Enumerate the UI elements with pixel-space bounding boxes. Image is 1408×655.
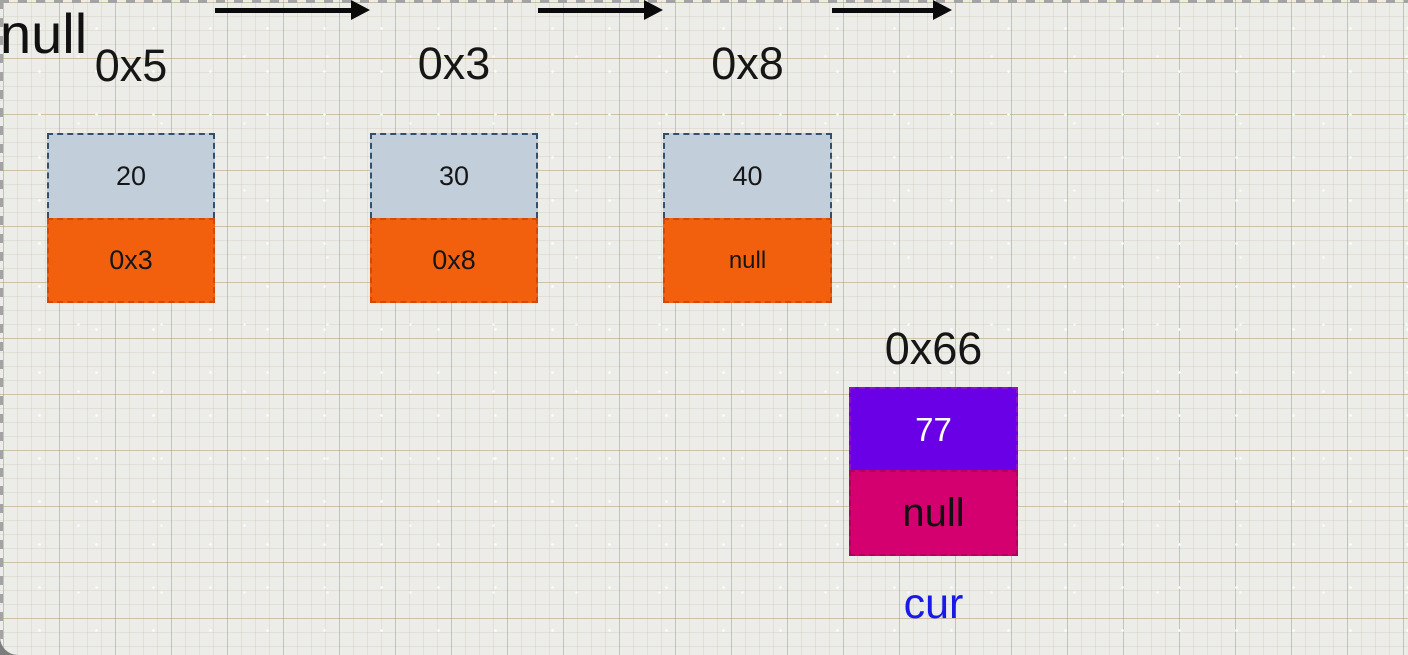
- arrow-shaft: [538, 8, 646, 13]
- cur-node-next-cell[interactable]: null: [849, 470, 1018, 556]
- arrow-shaft: [215, 8, 353, 13]
- node-value-cell[interactable]: 30: [370, 133, 538, 218]
- list-node[interactable]: 20 0x3: [47, 133, 215, 303]
- node-address-label[interactable]: 0x5: [94, 40, 168, 91]
- node-address-label[interactable]: 0x3: [417, 38, 491, 89]
- cur-node-value-cell[interactable]: 77: [849, 387, 1018, 470]
- node-value-cell[interactable]: 20: [47, 133, 215, 218]
- list-node[interactable]: 30 0x8: [370, 133, 538, 303]
- list-node[interactable]: 40 null: [663, 133, 832, 303]
- arrow-shaft: [832, 8, 935, 13]
- next-pointer-arrow[interactable]: [832, 0, 952, 20]
- node-next-cell[interactable]: null: [663, 218, 832, 303]
- node-next-cell[interactable]: 0x3: [47, 218, 215, 303]
- node-address-label[interactable]: 0x8: [711, 38, 784, 89]
- arrow-head-icon: [644, 0, 663, 20]
- next-pointer-arrow[interactable]: [538, 0, 663, 20]
- cur-pointer-label[interactable]: cur: [903, 580, 964, 628]
- page-boundary-horizontal: [0, 0, 1408, 3]
- page-boundary-vertical: [0, 0, 3, 655]
- arrow-head-icon: [933, 0, 952, 20]
- cur-node-address-label[interactable]: 0x66: [884, 323, 983, 374]
- node-value-cell[interactable]: 40: [663, 133, 832, 218]
- next-pointer-arrow[interactable]: [215, 0, 370, 20]
- tail-null-label[interactable]: null: [0, 2, 88, 65]
- arrow-head-icon: [351, 0, 370, 20]
- node-next-cell[interactable]: 0x8: [370, 218, 538, 303]
- cur-node[interactable]: 77 null: [849, 387, 1018, 556]
